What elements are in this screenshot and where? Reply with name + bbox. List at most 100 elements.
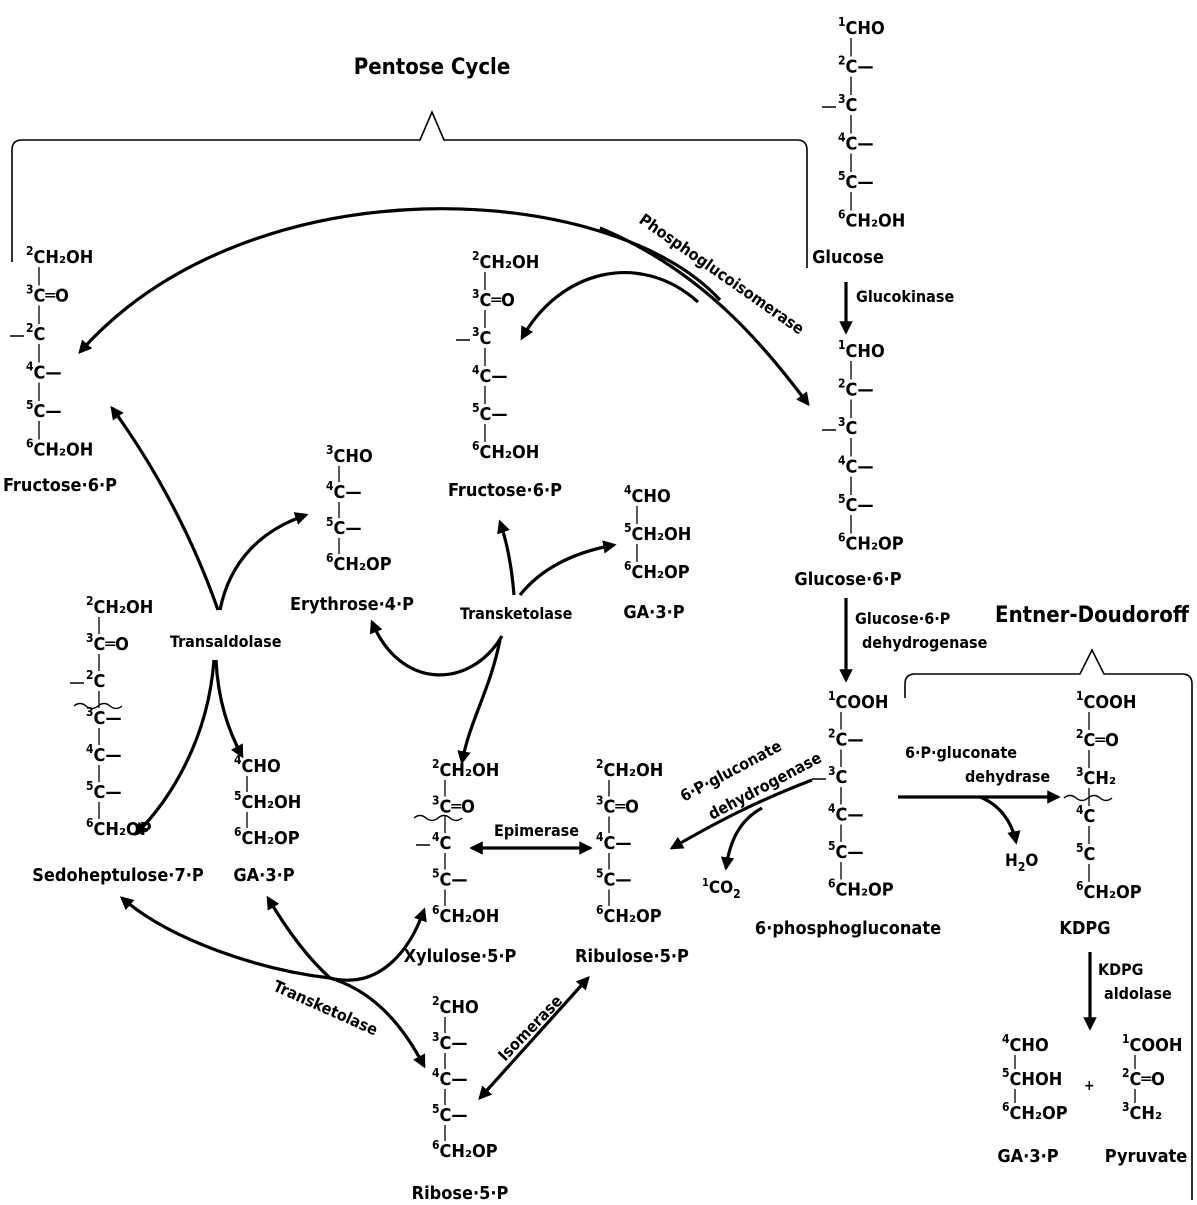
co2-text: CO: [709, 878, 733, 898]
xylulose-cleavage-wave: [413, 814, 463, 822]
carbon-number: 2: [432, 757, 440, 771]
carbon-group: CHO: [632, 486, 671, 507]
carbon-line: 1CHO: [838, 15, 885, 39]
carbon-line: 2CHO: [432, 994, 479, 1018]
carbon-group: CH₂OP: [94, 819, 152, 840]
carbon-line: 6CH₂OH: [472, 439, 539, 463]
carbon-number: 1: [1122, 1032, 1130, 1046]
co2-label: 1CO2: [702, 876, 741, 901]
carbon-group: C—: [480, 366, 508, 387]
carbon-number: 6: [432, 903, 440, 917]
carbon-group: C—: [836, 805, 864, 826]
carbon-number: 5: [838, 169, 846, 183]
carbon-line: 4C—: [26, 360, 62, 384]
carbon-line: 4C—: [596, 830, 632, 854]
carbon-number: 3: [432, 1030, 440, 1044]
carbon-line: 5C—: [432, 867, 468, 891]
carbon-group: CH₂OH: [632, 524, 692, 545]
transketolase-label: Transketolase: [460, 604, 573, 623]
carbon-group: CH₂OH: [604, 760, 664, 781]
carbon-line: 5CHOH: [1002, 1066, 1062, 1090]
carbon-group: CHO: [440, 997, 479, 1018]
carbon-line: 6CH₂OP: [624, 559, 690, 583]
carbon-group: CH₂OH: [242, 792, 302, 813]
carbon-line: 1COOH: [1076, 689, 1136, 713]
carbon-line: 3C: [838, 92, 857, 116]
sedoheptulose-7-p-structure: 2CH₂OH3C═O2C3C—4C—5C—6CH₂OPSedoheptulose…: [32, 594, 204, 886]
carbon-line: 2C═O: [1076, 727, 1119, 751]
carbon-number: 4: [828, 802, 836, 816]
carbon-group: CH₂OP: [846, 534, 904, 555]
carbon-line: 5C—: [828, 839, 864, 863]
carbon-group: CH₂OH: [34, 247, 94, 268]
carbon-number: 2: [838, 54, 846, 68]
transketolase-lower-to-ribose-arrow: [329, 976, 426, 1069]
carbon-number: 1: [838, 338, 846, 352]
carbon-line: 5C—: [326, 515, 362, 539]
carbon-group: C—: [846, 57, 874, 78]
carbon-group: CH₂OH: [440, 760, 500, 781]
carbon-line: 6CH₂OP: [432, 1138, 498, 1162]
carbon-line: 2C: [26, 321, 45, 345]
carbon-group: C—: [480, 404, 508, 425]
pg-dehydrase-label-line1: 6·P·gluconate: [905, 743, 1017, 762]
molecule-name: Pyruvate: [1105, 1146, 1188, 1167]
carbon-group: C—: [94, 782, 122, 803]
carbon-group: C: [1084, 844, 1096, 865]
isomerase-label: Isomerase: [494, 991, 566, 1065]
carbon-group: CH₂OP: [836, 880, 894, 901]
transketolase-to-xylulose-arrow: [457, 639, 502, 765]
h2o-release-arrow: [979, 795, 1021, 845]
carbon-line: 5C—: [86, 779, 122, 803]
carbon-line: 4CHO: [624, 483, 671, 507]
transaldolase-to-e4p-arrow: [218, 512, 309, 611]
carbon-number: 1: [838, 15, 846, 29]
carbon-group: CH₂OP: [334, 554, 392, 575]
carbon-number: 2: [596, 757, 604, 771]
carbon-line: 3C═O: [26, 283, 69, 307]
kdpg-aldolase-label-line1: KDPG: [1098, 960, 1143, 979]
carbon-number: 3: [828, 764, 836, 778]
carbon-line: 6CH₂OP: [1076, 879, 1142, 903]
molecule-name: Sedoheptulose·7·P: [32, 865, 204, 886]
carbon-line: 4CHO: [1002, 1032, 1049, 1056]
transketolase-lower-to-s7p-arrow: [119, 896, 331, 980]
entner-doudoroff-title: Entner-Doudoroff: [995, 603, 1190, 628]
carbon-number: 2: [1122, 1066, 1130, 1080]
carbon-line: 2C: [86, 668, 105, 692]
carbon-line: 6CH₂OH: [838, 208, 905, 232]
carbon-number: 3: [472, 325, 480, 339]
carbon-group: C═O: [1130, 1069, 1165, 1090]
carbon-number: 3: [86, 631, 94, 645]
carbon-line: 4C—: [432, 1066, 468, 1090]
carbon-group: CH₂OH: [846, 211, 906, 232]
carbon-line: 6CH₂OP: [326, 551, 392, 575]
carbon-number: 5: [472, 401, 480, 415]
carbon-group: CH₂OH: [94, 597, 154, 618]
carbon-line: 5CH₂OH: [624, 521, 691, 545]
carbon-line: 4CHO: [234, 753, 281, 777]
carbon-line: 5CH₂OH: [234, 789, 301, 813]
carbon-group: C—: [94, 708, 122, 729]
carbon-number: 5: [86, 779, 94, 793]
carbon-number: 5: [432, 867, 440, 881]
plus-sign: +: [1084, 1078, 1095, 1094]
carbon-group: CH₂OP: [632, 562, 690, 583]
kdpg-aldolase-label-line2: aldolase: [1104, 984, 1172, 1003]
carbon-group: C═O: [34, 286, 69, 307]
carbon-number: 2: [1076, 727, 1084, 741]
carbon-number: 1: [828, 689, 836, 703]
carbon-group: C—: [846, 380, 874, 401]
carbon-group: C: [94, 671, 106, 692]
transaldolase-to-f6p-arrow: [110, 405, 220, 611]
s7p-cleavage-wave: [73, 702, 123, 710]
carbon-number: 5: [596, 867, 604, 881]
carbon-number: 6: [1076, 879, 1084, 893]
carbon-group: C═O: [604, 797, 639, 818]
